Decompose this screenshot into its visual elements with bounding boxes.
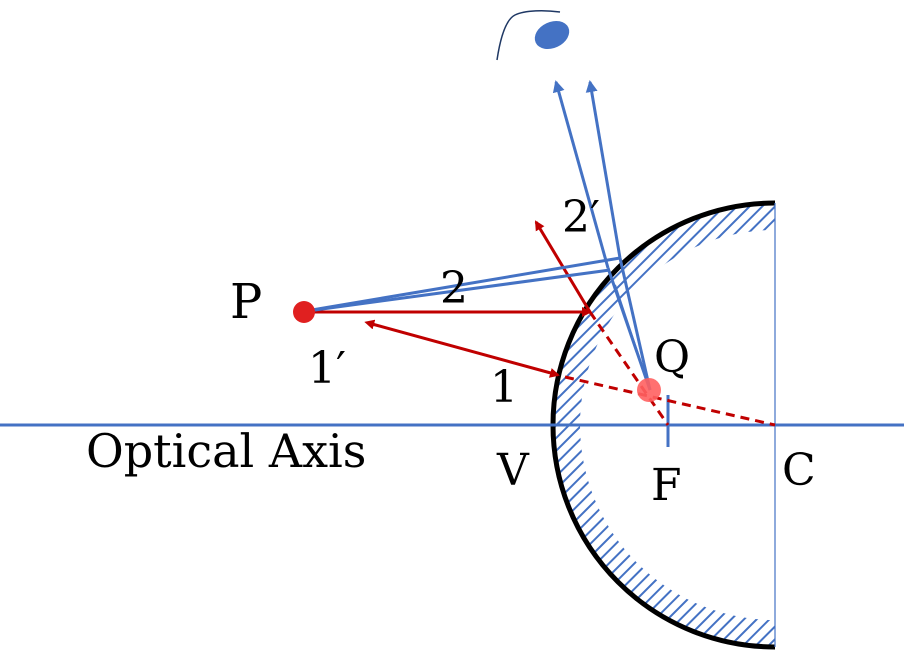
blue-rays <box>299 80 652 391</box>
label-ray-1-prime: 1′ <box>308 343 346 394</box>
label-v: V <box>496 445 530 496</box>
object-point-p <box>293 301 315 323</box>
eye-icon <box>496 10 570 61</box>
blue-ray-to-eye-left <box>552 80 610 269</box>
blue-ray-virtual-3 <box>614 284 651 391</box>
label-p: P <box>230 274 262 330</box>
label-ray-1: 1 <box>490 362 518 413</box>
ray-1-dashed-extension <box>564 375 776 427</box>
blue-ray-virtual-1 <box>618 257 652 391</box>
ray-1-double-arrow <box>364 319 560 378</box>
blue-ray-upper <box>299 256 621 314</box>
label-ray-2: 2 <box>440 263 468 314</box>
label-c: C <box>782 445 816 496</box>
image-point-q <box>637 378 661 402</box>
label-f: F <box>651 460 682 511</box>
blue-ray-to-eye-right <box>585 80 622 259</box>
label-q: Q <box>654 332 690 383</box>
label-ray-2-prime: 2′ <box>562 192 600 243</box>
ray-2-dashed-extension <box>588 311 670 426</box>
blue-ray-lower <box>299 268 611 314</box>
label-optical-axis: Optical Axis <box>86 424 366 478</box>
